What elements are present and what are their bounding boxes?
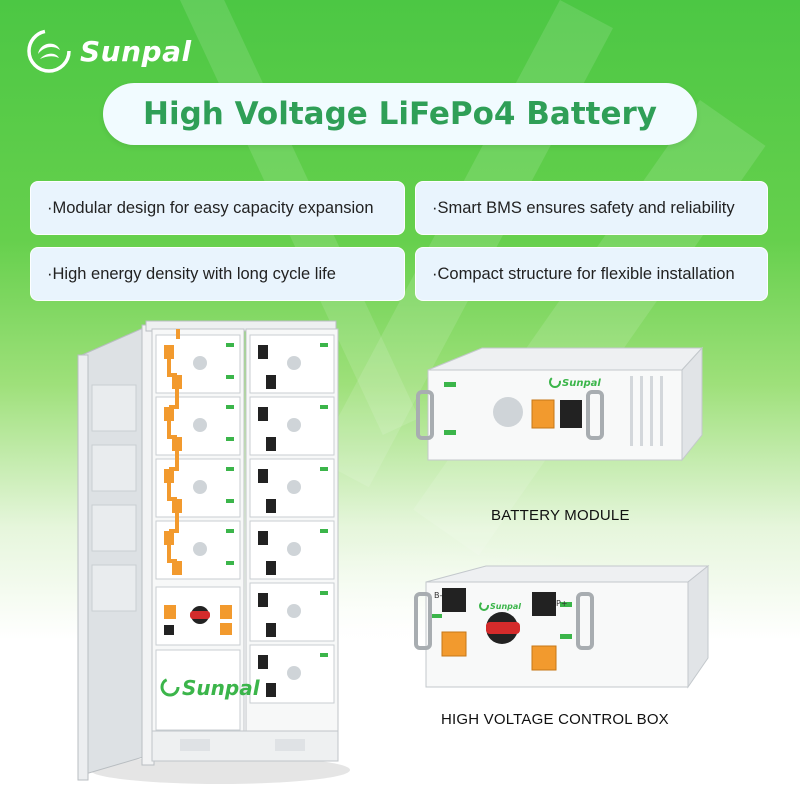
feature-box: ·Smart BMS ensures safety and reliabilit…	[415, 181, 768, 235]
battery-module-image: Sunpal	[416, 346, 704, 462]
brand-name: Sunpal	[80, 34, 192, 68]
page-title: High Voltage LiFePo4 Battery	[143, 96, 657, 132]
terminal-negative-label: B-	[434, 591, 442, 600]
feature-box: ·High energy density with long cycle lif…	[30, 247, 405, 301]
sunpal-logo-icon	[27, 29, 71, 73]
control-box-image: B- P+ Sunpal	[414, 564, 710, 689]
rack-brand: Sunpal	[182, 676, 261, 700]
feature-text: ·Compact structure for flexible installa…	[432, 264, 735, 283]
title-banner: High Voltage LiFePo4 Battery	[103, 83, 697, 145]
feature-text: ·High energy density with long cycle lif…	[47, 264, 336, 283]
brand-logo: Sunpal	[26, 28, 192, 74]
module-brand: Sunpal	[562, 378, 601, 389]
terminal-positive-label: P+	[556, 599, 568, 608]
battery-module-label: BATTERY MODULE	[491, 507, 630, 524]
feature-text: ·Smart BMS ensures safety and reliabilit…	[432, 198, 735, 217]
feature-text: ·Modular design for easy capacity expans…	[47, 198, 374, 217]
battery-rack-image: Sunpal	[77, 320, 350, 784]
feature-box: ·Compact structure for flexible installa…	[415, 247, 768, 301]
bg-ray	[413, 100, 766, 556]
feature-box: ·Modular design for easy capacity expans…	[30, 181, 405, 235]
control-box-brand: Sunpal	[490, 602, 521, 611]
control-box-label: HIGH VOLTAGE CONTROL BOX	[441, 711, 669, 728]
